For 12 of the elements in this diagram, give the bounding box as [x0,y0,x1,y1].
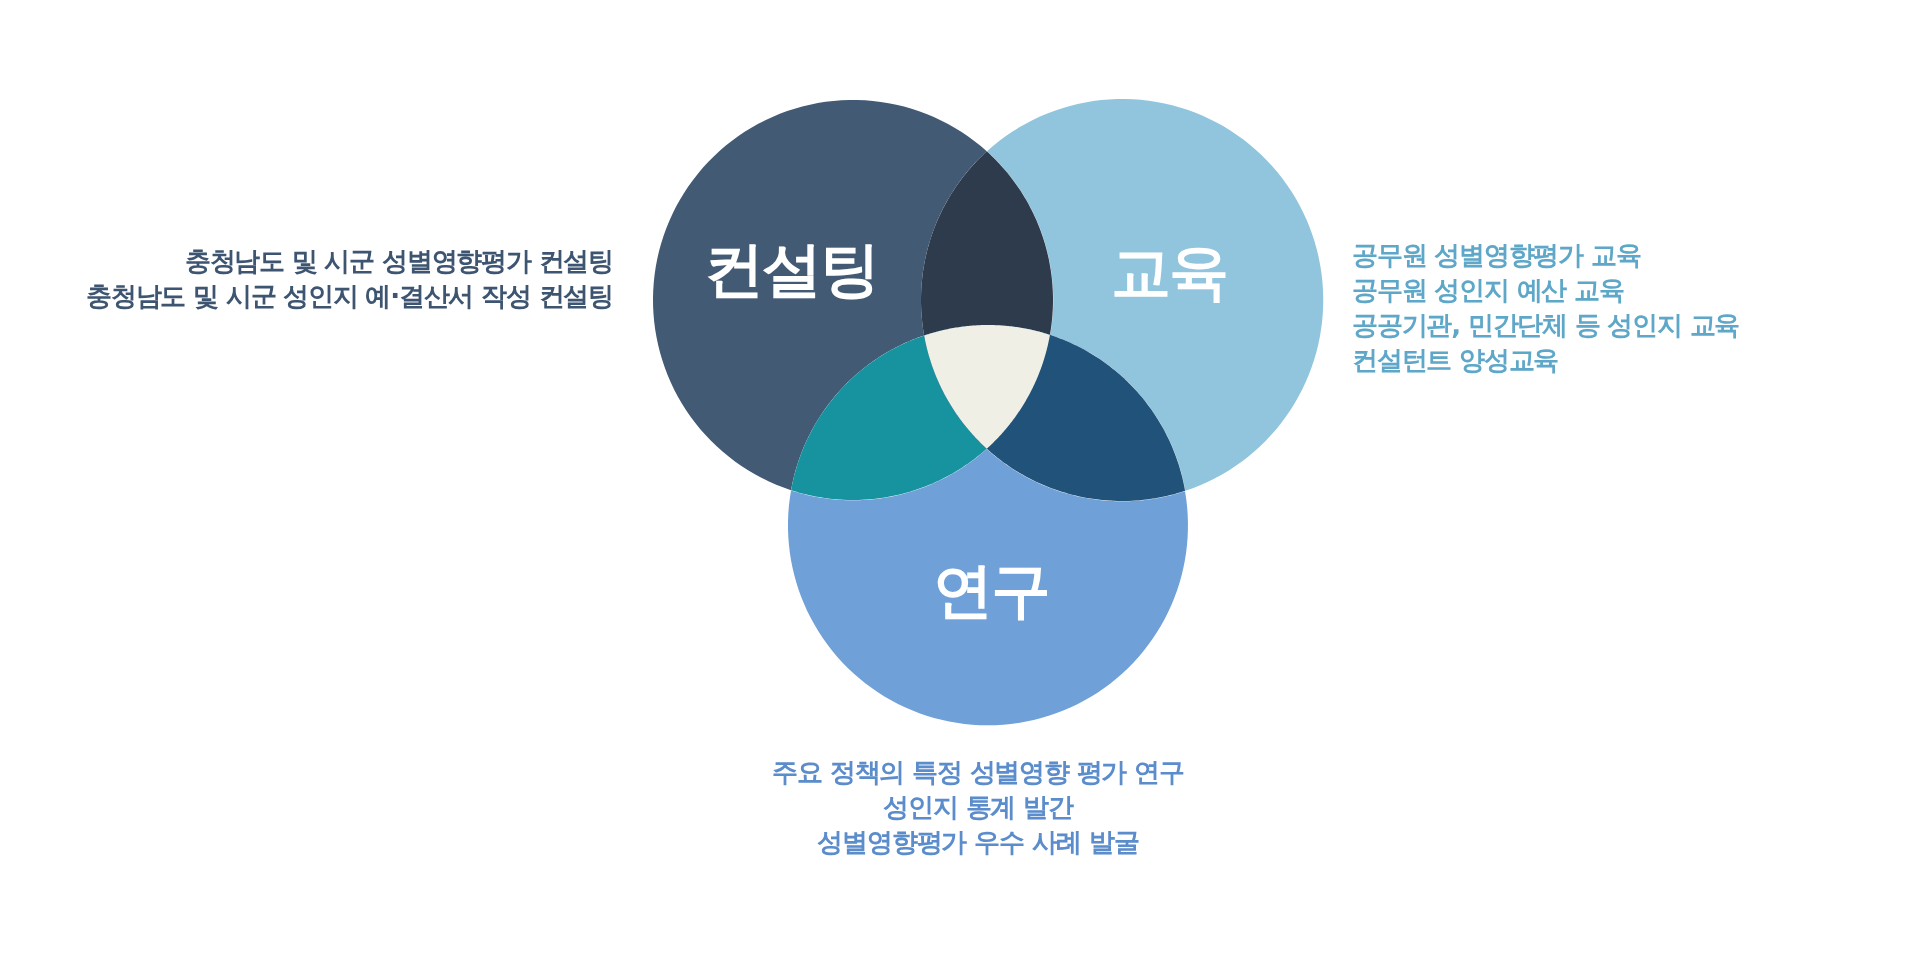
description-text: 성별영향평가 우수 사례 발굴 [817,826,1139,859]
description-text: 공공기관, 민간단체 등 성인지 교육 [1352,309,1740,342]
description-text: 주요 정책의 특정 성별영향 평가 연구 [772,756,1184,789]
description-text: 성인지 통계 발간 [883,791,1073,824]
category-label: 교육 [1111,239,1227,305]
description-text: 공무원 성인지 예산 교육 [1352,274,1624,307]
description-text: 공무원 성별영향평가 교육 [1352,239,1641,272]
description-text: 충청남도 및 시군 성별영향평가 컨설팅 [184,245,613,278]
category-label: 컨설팅 [704,236,878,302]
description-text: 충청남도 및 시군 성인지 예·결산서 작성 컨설팅 [86,280,613,313]
category-label: 연구 [933,557,1049,623]
description-text: 컨설턴트 양성교육 [1352,344,1559,377]
